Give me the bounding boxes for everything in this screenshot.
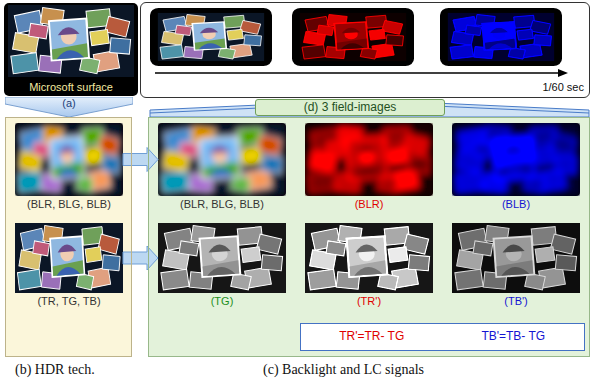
lc-gray-picture [305,223,433,293]
node-label: (TR, TG, TB) [37,295,100,308]
backlight-picture [158,123,286,196]
down-chevron: (a) [5,97,133,117]
node-label: (BLR, BLG, BLB) [180,198,264,211]
chevron-outline [5,97,133,117]
backlight-blue-image: (BLB) [452,123,580,196]
node-label: Microsoft surface [29,81,113,94]
lc-green-image: (TG) [158,223,286,293]
screenshot-frame [4,3,138,96]
backlight-blue-picture [452,123,580,196]
node-label: (TB') [504,295,527,308]
node-label: (TG) [211,295,234,308]
node-label: (BLR) [355,198,384,211]
lc-gray-picture [158,223,286,293]
time-arrow [155,72,560,74]
backlight-image: (BLR, BLG, BLB) [15,123,123,196]
field-band: (d) 3 field-images [255,99,445,116]
panel-ground [5,117,132,357]
node-label: 1/60 sec [542,81,584,94]
block-arrow [123,246,158,270]
time-arrowhead [558,69,568,77]
field-image [292,8,414,66]
lc-image: (TR, TG, TB) [15,223,123,293]
hdr-panel: (b) HDR tech.(BLR, BLG, BLB)(TR, TG, TB) [5,117,132,357]
lc-picture [15,223,123,293]
screenshot-image: Microsoft surface [4,3,138,96]
node-label: (BLB) [502,198,530,211]
panel-caption: (c) Backlight and LC signals [263,362,424,378]
up-chevron [150,100,589,117]
panel-ground [148,117,590,357]
screenshot-picture [8,5,134,77]
panel-caption: (b) HDR tech. [15,362,95,378]
node-label: (BLR, BLG, BLB) [27,198,111,211]
node-label: TR'=TR- TG [339,330,404,344]
node-label: (TR') [357,295,381,308]
lc-blue-image: (TB') [452,223,580,293]
field-panel: 1/60 sec [140,2,590,98]
node-label: (a) [62,97,75,110]
field-image [440,8,562,66]
lc-gray-picture [452,223,580,293]
backlight-picture [15,123,123,196]
field-image [150,8,272,66]
node-label: TB'=TB- TG [481,330,545,344]
backlight-red-image: (BLR) [305,123,433,196]
backlight-image: (BLR, BLG, BLB) [158,123,286,196]
block-arrow [123,148,158,172]
node-label: (d) 3 field-images [304,101,397,115]
formula-box: TR'=TR- TG TB'=TB- TG [300,323,585,351]
backlight-red-picture [305,123,433,196]
signal-panel: (c) Backlight and LC signals(BLR, BLG, B… [148,117,590,357]
lc-red-image: (TR') [305,223,433,293]
